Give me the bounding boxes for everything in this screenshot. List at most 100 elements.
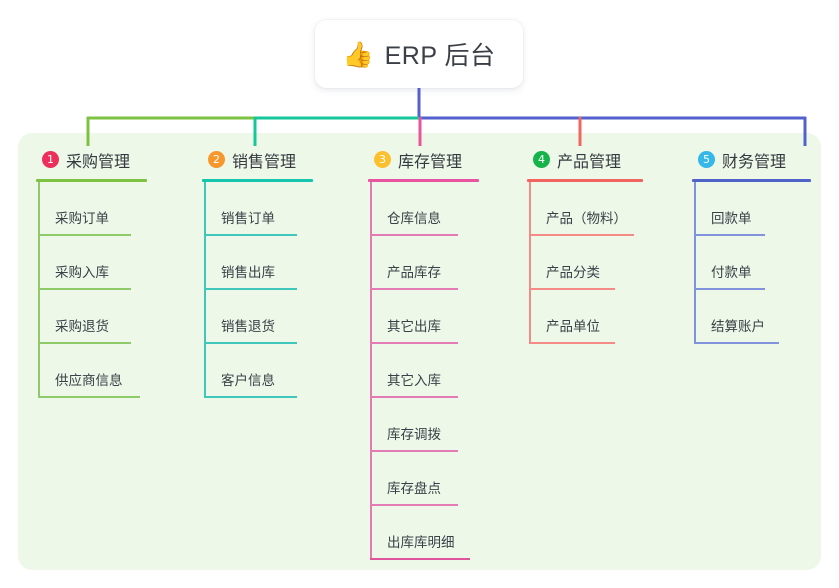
branch-header-1[interactable]: 1 采购管理 [36,148,186,171]
leaf-rule [204,342,297,344]
leaf-label: 产品分类 [546,265,600,280]
list-item[interactable]: 其它入库 [368,344,528,398]
leaf-rule [370,234,458,236]
leaf-label: 供应商信息 [55,373,123,388]
branch-badge-3: 3 [374,151,391,168]
leaf-rule [370,504,458,506]
branch-items-1: 采购订单 采购入库 采购退货 供应商信息 [36,182,186,398]
branch-title-2: 销售管理 [232,153,297,171]
list-item[interactable]: 产品分类 [527,236,697,290]
branch-header-5[interactable]: 5 财务管理 [692,148,822,171]
leaf-rule [204,288,297,290]
list-item[interactable]: 采购退货 [36,290,186,344]
leaf-rule [370,396,458,398]
branch-spine-3 [370,182,372,560]
branch-rule-1 [36,179,147,182]
branch-items-3: 仓库信息 产品库存 其它出库 其它入库 库存调拨 库存盘点 [368,182,528,560]
leaf-rule [529,234,634,236]
list-item[interactable]: 产品（物料） [527,182,697,236]
leaf-label: 采购退货 [55,319,109,334]
branch-column-4: 4 产品管理 产品（物料） 产品分类 产品单位 [527,148,697,344]
list-item[interactable]: 回款单 [692,182,822,236]
list-item[interactable]: 仓库信息 [368,182,528,236]
list-item[interactable]: 库存调拨 [368,398,528,452]
branch-badge-5: 5 [698,151,715,168]
leaf-rule [529,342,615,344]
list-item[interactable]: 供应商信息 [36,344,186,398]
list-item[interactable]: 付款单 [692,236,822,290]
leaf-rule [38,396,140,398]
branch-spine-2 [204,182,206,398]
leaf-label: 结算账户 [711,319,765,334]
list-item[interactable]: 库存盘点 [368,452,528,506]
branch-header-3[interactable]: 3 库存管理 [368,148,528,171]
leaf-label: 库存盘点 [387,481,441,496]
branch-title-1: 采购管理 [66,153,131,171]
leaf-label: 仓库信息 [387,211,441,226]
branch-rule-4 [527,179,643,182]
list-item[interactable]: 销售订单 [202,182,352,236]
leaf-label: 销售出库 [221,265,275,280]
branch-spine-1 [38,182,40,398]
branch-title-4: 产品管理 [557,153,622,171]
branch-badge-1: 1 [42,151,59,168]
leaf-rule [204,396,297,398]
list-item[interactable]: 其它出库 [368,290,528,344]
branch-title-5: 财务管理 [722,153,787,171]
list-item[interactable]: 采购订单 [36,182,186,236]
list-item[interactable]: 产品单位 [527,290,697,344]
leaf-rule [370,342,458,344]
leaf-label: 客户信息 [221,373,275,388]
branch-rule-2 [202,179,313,182]
leaf-label: 其它出库 [387,319,441,334]
leaf-label: 出库库明细 [387,535,455,550]
list-item[interactable]: 结算账户 [692,290,822,344]
branch-badge-2: 2 [208,151,225,168]
leaf-label: 库存调拨 [387,427,441,442]
list-item[interactable]: 销售退货 [202,290,352,344]
branch-badge-4: 4 [533,151,550,168]
leaf-label: 付款单 [711,265,752,280]
branch-items-4: 产品（物料） 产品分类 产品单位 [527,182,697,344]
leaf-label: 销售退货 [221,319,275,334]
leaf-label: 销售订单 [221,211,275,226]
list-item[interactable]: 出库库明细 [368,506,528,560]
branch-column-2: 2 销售管理 销售订单 销售出库 销售退货 客户信息 [202,148,352,398]
leaf-rule [38,342,131,344]
branch-rule-3 [368,179,479,182]
branch-spine-5 [694,182,696,344]
leaf-label: 其它入库 [387,373,441,388]
leaf-rule [694,288,765,290]
branch-column-1: 1 采购管理 采购订单 采购入库 采购退货 供应商信息 [36,148,186,398]
thumbs-up-icon: 👍 [342,40,374,69]
leaf-label: 采购入库 [55,265,109,280]
branch-header-2[interactable]: 2 销售管理 [202,148,352,171]
leaf-rule [694,234,765,236]
branch-spine-4 [529,182,531,344]
leaf-label: 产品库存 [387,265,441,280]
leaf-rule [529,288,615,290]
branch-panel [18,133,821,570]
root-node-label: ERP 后台 [384,42,496,70]
list-item[interactable]: 产品库存 [368,236,528,290]
leaf-rule [38,288,131,290]
list-item[interactable]: 采购入库 [36,236,186,290]
root-node-erp-backend[interactable]: 👍 ERP 后台 [315,20,523,88]
leaf-rule [370,558,470,560]
branch-items-5: 回款单 付款单 结算账户 [692,182,822,344]
leaf-rule [370,450,458,452]
list-item[interactable]: 销售出库 [202,236,352,290]
branch-column-3: 3 库存管理 仓库信息 产品库存 其它出库 其它入库 库存调拨 [368,148,528,560]
leaf-rule [370,288,458,290]
leaf-label: 回款单 [711,211,752,226]
leaf-rule [694,342,779,344]
branch-column-5: 5 财务管理 回款单 付款单 结算账户 [692,148,822,344]
branch-title-3: 库存管理 [398,153,463,171]
branch-rule-5 [692,179,811,182]
leaf-label: 采购订单 [55,211,109,226]
branch-items-2: 销售订单 销售出库 销售退货 客户信息 [202,182,352,398]
branch-header-4[interactable]: 4 产品管理 [527,148,697,171]
list-item[interactable]: 客户信息 [202,344,352,398]
leaf-rule [204,234,297,236]
